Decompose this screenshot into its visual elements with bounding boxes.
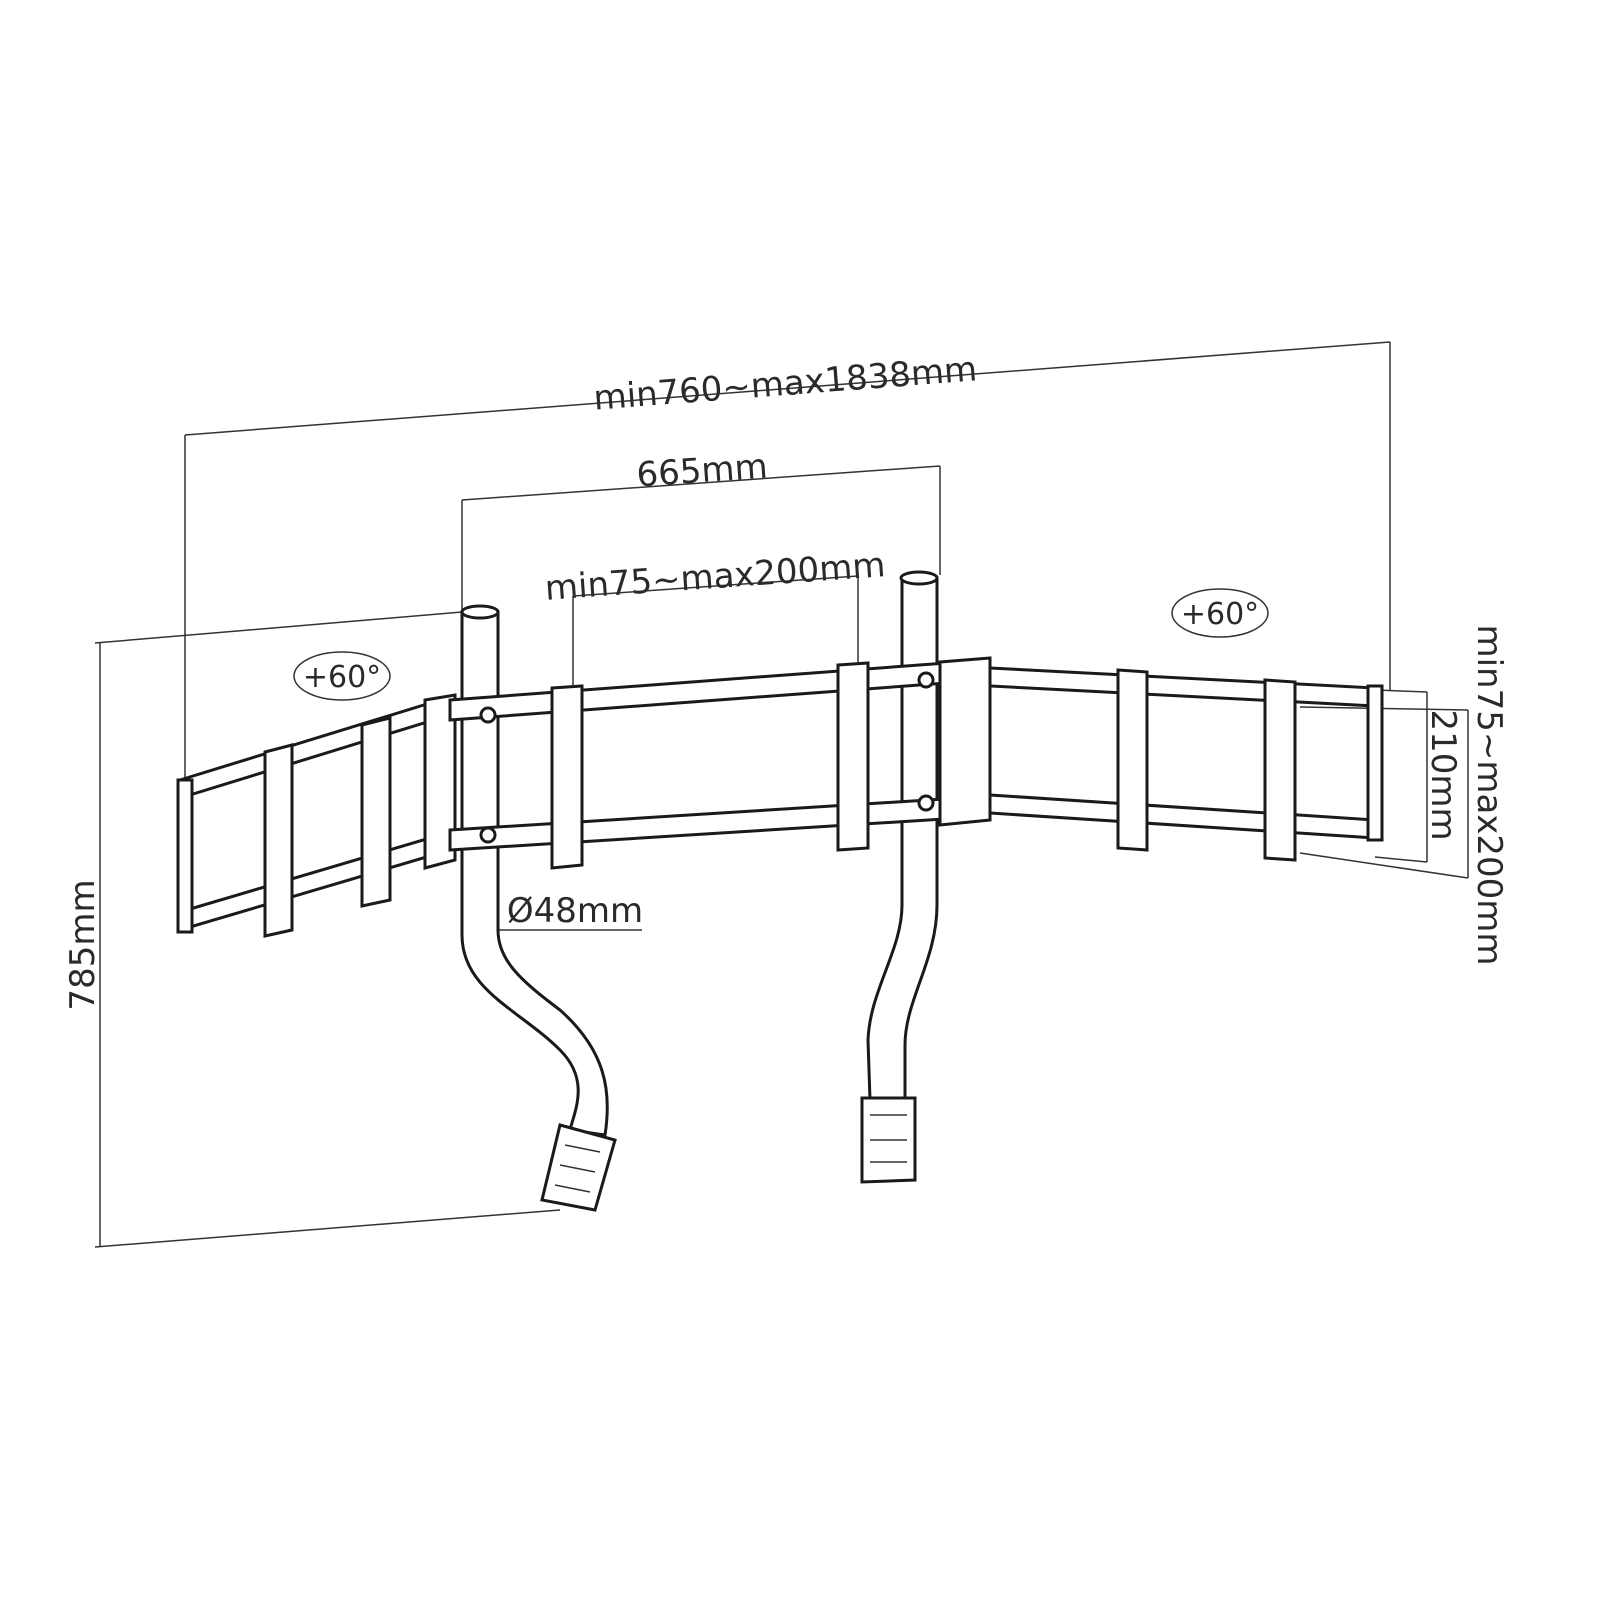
vesa-vertical-label: min75~max200mm	[1469, 624, 1509, 965]
height-label: 785mm	[63, 879, 103, 1010]
left-monitor-arm	[176, 693, 457, 938]
rotation-marker-left: +60°	[293, 651, 391, 701]
right-pole	[860, 570, 939, 1184]
right-monitor-arm	[988, 666, 1384, 862]
height-dimension: 785mm	[63, 611, 561, 1248]
vesa-horizontal-dimension: min75~max200mm	[544, 545, 887, 690]
rotation-left-label: +60°	[303, 660, 381, 695]
rotation-marker-right: +60°	[1171, 588, 1269, 638]
vesa-vertical-dimension: min75~max200mm	[1299, 624, 1509, 966]
overall-width-label: min760~max1838mm	[592, 349, 978, 418]
pole-diameter-label: Ø48mm	[507, 891, 643, 931]
left-pole	[460, 604, 617, 1212]
rotation-right-label: +60°	[1181, 597, 1259, 632]
vesa-horizontal-label: min75~max200mm	[544, 545, 887, 609]
plate-height-dimension: 210mm	[1374, 689, 1463, 863]
pole-spacing-label: 665mm	[635, 446, 769, 495]
center-monitor-arm	[448, 656, 992, 870]
pole-spacing-dimension: 665mm	[461, 446, 941, 610]
plate-height-label: 210mm	[1423, 709, 1463, 840]
pole-diameter-dimension: Ø48mm	[492, 891, 643, 931]
